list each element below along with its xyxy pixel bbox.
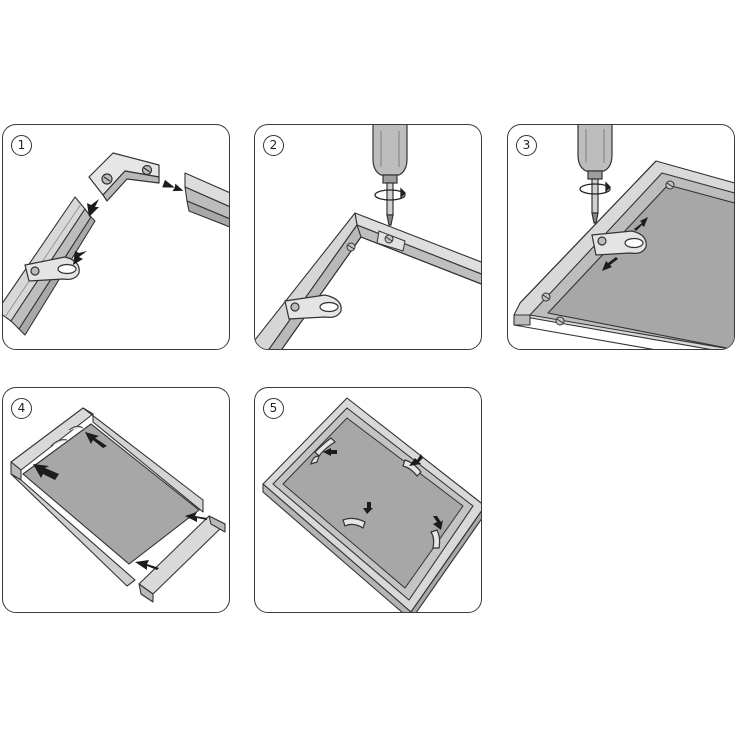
spring-clip-icon [310, 437, 441, 549]
rotation-icon [579, 181, 611, 195]
step-4-illustration [10, 407, 226, 603]
frame-with-panel [513, 160, 734, 349]
screw-clip-icon [284, 294, 342, 320]
screwdriver-icon [372, 125, 408, 226]
arrow-icon [602, 217, 648, 271]
step-4-panel: 4 [2, 387, 230, 613]
screwdriver-icon [577, 125, 613, 224]
corner-bracket-icon [88, 152, 160, 202]
corner-screws [541, 180, 675, 326]
arrow-icon [33, 432, 207, 570]
backing-panel [22, 423, 200, 565]
screw-clip-icon [24, 256, 80, 282]
step-1-panel: 1 [2, 124, 230, 350]
frame-corner [255, 212, 481, 349]
frame-profile-right [184, 172, 229, 228]
step-5-panel: 5 [254, 387, 482, 613]
step-2-panel: 2 [254, 124, 482, 350]
frame-side-loose [138, 515, 226, 603]
step-number-2: 2 [263, 135, 284, 156]
step-number-3: 3 [516, 135, 537, 156]
step-5-illustration [262, 397, 481, 612]
backing-panel [282, 417, 464, 589]
step-number-5: 5 [263, 398, 284, 419]
arrow-icon [323, 448, 443, 530]
arrow-icon [73, 179, 184, 265]
step-number-4: 4 [11, 398, 32, 419]
step-2-illustration [255, 125, 481, 349]
step-1-illustration [3, 152, 229, 336]
step-number-1: 1 [11, 135, 32, 156]
corner-screws [346, 230, 406, 252]
frame-three-sides [10, 407, 204, 587]
step-3-illustration [513, 125, 734, 349]
screw-clip-icon [591, 230, 647, 256]
rotation-icon [374, 187, 406, 201]
spring-clip-icon [50, 425, 84, 447]
step-3-panel: 3 [507, 124, 735, 350]
